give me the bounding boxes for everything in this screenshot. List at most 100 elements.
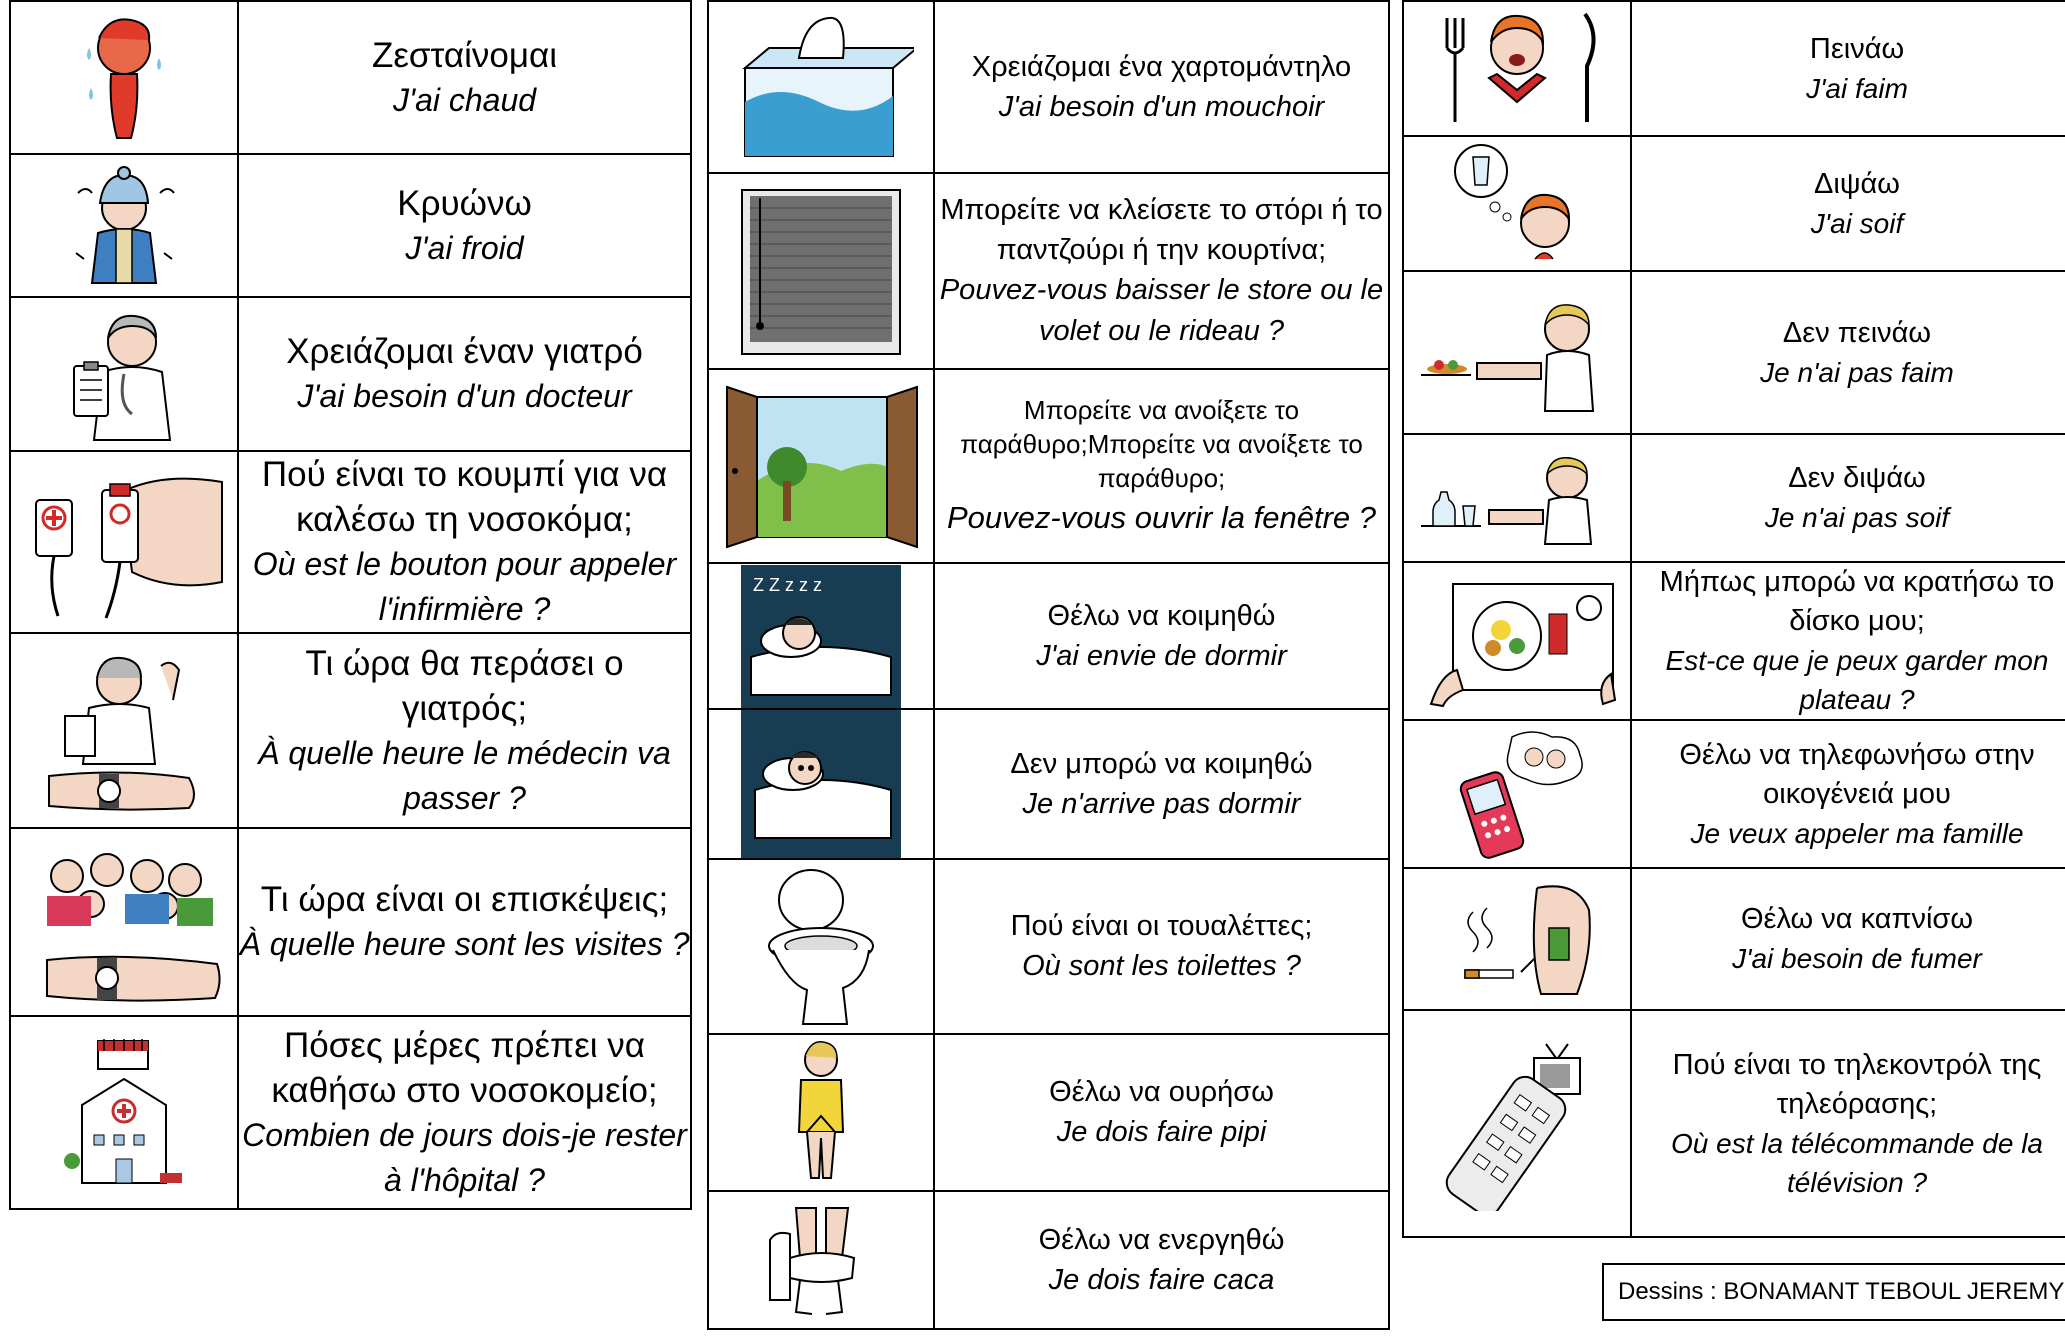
phrase-row: Χρειάζομαι ένα χαρτομάντηλο J'ai besoin … — [707, 0, 1390, 174]
cold-person-icon — [75, 166, 175, 284]
column-3: Πεινάω J'ai faim Διψάω J'ai soif — [1402, 0, 2065, 1238]
open-window-icon — [726, 385, 918, 549]
phrase-row small: Μπορείτε να ανοίξετε το παράθυρο;Μπορείτ… — [707, 368, 1390, 564]
awake-in-bed-icon — [741, 710, 901, 858]
row-image — [1402, 0, 1632, 137]
phrase-row: Χρειάζομαι έναν γιατρό J'ai besoin d'un … — [9, 296, 692, 452]
thirsty-person-icon — [1454, 144, 1571, 260]
french-phrase: J'ai besoin de fumer — [1732, 943, 1982, 974]
row-image — [707, 0, 935, 174]
row-image — [1402, 135, 1632, 272]
phrase-row: Μπορείτε να κλείσετε το στόρι ή το παντζ… — [707, 172, 1390, 370]
row-image — [9, 296, 239, 452]
row-image — [707, 708, 935, 860]
row-image — [9, 1015, 239, 1210]
row-image — [707, 858, 935, 1035]
sleeping-person-icon: Z Z z z z — [741, 564, 901, 708]
french-phrase: J'ai envie de dormir — [1036, 639, 1287, 672]
row-image — [9, 632, 239, 829]
phrase-row: Διψάω J'ai soif — [1402, 135, 2065, 272]
nurse-call-button-icon — [34, 477, 223, 619]
french-phrase: Est-ce que je peux garder mon plateau ? — [1665, 645, 2049, 715]
row-text: Δεν πεινάω Je n'ai pas faim — [1630, 270, 2065, 435]
greek-phrase: Πού είναι το κουμπί για να καλέσω τη νοσ… — [261, 455, 668, 539]
greek-phrase: Διψάω — [1814, 167, 1900, 200]
greek-phrase: Δεν διψάω — [1788, 462, 1926, 494]
french-phrase: J'ai besoin d'un mouchoir — [998, 90, 1325, 123]
french-phrase: J'ai besoin d'un docteur — [297, 378, 632, 414]
row-text: Θέλω να ουρήσω Je dois faire pipi — [933, 1033, 1390, 1192]
row-image — [1402, 270, 1632, 435]
french-phrase: Je dois faire pipi — [1056, 1116, 1267, 1148]
phrase-row: Μήπως μπορώ να κρατήσω το δίσκο μου; Est… — [1402, 561, 2065, 721]
row-text: Πεινάω J'ai faim — [1630, 0, 2065, 137]
greek-phrase: Πόσες μέρες πρέπει να καθήσω στο νοσοκομ… — [271, 1025, 658, 1110]
phrase-row: Θέλω να τηλεφωνήσω στην οικογένειά μου J… — [1402, 719, 2065, 869]
row-image — [9, 153, 239, 298]
row-text: Πού είναι το κουμπί για να καλέσω τη νοσ… — [237, 450, 692, 634]
greek-phrase: Θέλω να καπνίσω — [1741, 903, 1973, 935]
row-image — [9, 827, 239, 1017]
french-phrase: Je n'arrive pas dormir — [1022, 787, 1301, 820]
greek-phrase: Μπορείτε να κλείσετε το στόρι ή το παντζ… — [940, 194, 1383, 266]
greek-phrase: Χρειάζομαι ένα χαρτομάντηλο — [971, 50, 1352, 83]
mobile-phone-icon — [1459, 731, 1583, 859]
row-text: Μπορείτε να ανοίξετε το παράθυρο;Μπορείτ… — [933, 368, 1390, 564]
meal-tray-icon — [1429, 582, 1617, 707]
french-phrase: Pouvez-vous ouvrir la fenêtre ? — [946, 499, 1377, 535]
french-phrase: Où est la télécommande de la télévision … — [1671, 1127, 2043, 1198]
tv-remote-icon — [1445, 1043, 1581, 1211]
phrase-row: Κρυώνω J'ai froid — [9, 153, 692, 298]
french-phrase: J'ai froid — [405, 229, 524, 266]
not-thirsty-icon — [1421, 457, 1593, 545]
phrase-row: Πού είναι το τηλεκοντρόλ της τηλεόρασης;… — [1402, 1009, 2065, 1238]
greek-phrase: Τι ώρα είναι οι επισκέψεις; — [260, 880, 669, 919]
row-text: Δεν μπορώ να κοιμηθώ Je n'arrive pas dor… — [933, 708, 1390, 860]
phrase-row: Δεν πεινάω Je n'ai pas faim — [1402, 270, 2065, 435]
not-hungry-icon — [1421, 303, 1595, 412]
row-text: Τι ώρα είναι οι επισκέψεις; À quelle heu… — [237, 827, 692, 1017]
greek-phrase: Μήπως μπορώ να κρατήσω το δίσκο μου; — [1659, 566, 2055, 637]
french-phrase: Je n'ai pas faim — [1760, 356, 1954, 388]
greek-phrase: Πεινάω — [1809, 32, 1905, 65]
family-visit-icon — [45, 852, 221, 1002]
row-image — [1402, 433, 1632, 563]
row-image — [707, 172, 935, 370]
french-phrase: Je dois faire caca — [1048, 1263, 1275, 1296]
doctor-icon — [72, 314, 171, 441]
credit-label: Dessins : BONAMANT TEBOUL JEREMY — [1602, 1263, 2065, 1321]
row-text: Τι ώρα θα περάσει ο γιατρός; À quelle he… — [237, 632, 692, 829]
phrase-row: Τι ώρα είναι οι επισκέψεις; À quelle heu… — [9, 827, 692, 1017]
french-phrase: Je veux appeler ma famille — [1690, 817, 2024, 849]
phrase-row: Θέλω να ουρήσω Je dois faire pipi — [707, 1033, 1390, 1192]
greek-phrase: Πού είναι οι τουαλέττες; — [1010, 910, 1313, 942]
row-text: Χρειάζομαι ένα χαρτομάντηλο J'ai besoin … — [933, 0, 1390, 174]
row-image — [9, 450, 239, 634]
row-image — [1402, 1009, 1632, 1238]
french-phrase: Où est le bouton pour appeler l'infirmiè… — [252, 546, 677, 627]
row-image — [1402, 719, 1632, 869]
doctor-watch-icon — [48, 656, 195, 811]
row-text: Χρειάζομαι έναν γιατρό J'ai besoin d'un … — [237, 296, 692, 452]
row-image: Z Z z z z — [707, 562, 935, 710]
row-text: Μήπως μπορώ να κρατήσω το δίσκο μου; Est… — [1630, 561, 2065, 721]
row-text: Πόσες μέρες πρέπει να καθήσω στο νοσοκομ… — [237, 1015, 692, 1210]
french-phrase: Combien de jours dois-je rester à l'hôpi… — [242, 1116, 687, 1198]
greek-phrase: Δεν μπορώ να κοιμηθώ — [1010, 747, 1313, 780]
phrase-row: Πεινάω J'ai faim — [1402, 0, 2065, 137]
column-2: Χρειάζομαι ένα χαρτομάντηλο J'ai besoin … — [707, 0, 1390, 1330]
phrase-row: Πόσες μέρες πρέπει να καθήσω στο νοσοκομ… — [9, 1015, 692, 1210]
phrase-row: Τι ώρα θα περάσει ο γιατρός; À quelle he… — [9, 632, 692, 829]
greek-phrase: Θέλω να ενεργηθώ — [1038, 1223, 1285, 1256]
french-phrase: J'ai faim — [1806, 72, 1908, 104]
hospital-icon — [64, 1039, 182, 1184]
greek-phrase: Ζεσταίνομαι — [371, 35, 558, 75]
tissue-box-icon — [741, 16, 914, 157]
greek-phrase: Τι ώρα θα περάσει ο γιατρός; — [305, 643, 624, 728]
row-text: Πού είναι το τηλεκοντρόλ της τηλεόρασης;… — [1630, 1009, 2065, 1238]
row-text: Διψάω J'ai soif — [1630, 135, 2065, 272]
french-phrase: Où sont les toilettes ? — [1022, 950, 1301, 982]
column-1: Ζεσταίνομαι J'ai chaud Κρυώνω J'ai froid — [9, 0, 692, 1210]
row-text: Θέλω να κοιμηθώ J'ai envie de dormir — [933, 562, 1390, 710]
need-to-pee-icon — [797, 1040, 845, 1179]
